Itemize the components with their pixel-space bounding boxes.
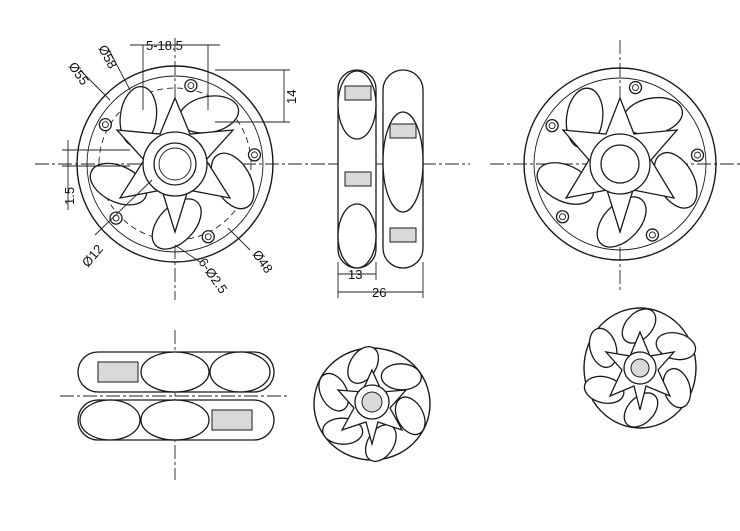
iso1-bore bbox=[361, 391, 383, 413]
side-axle-2 bbox=[344, 171, 372, 187]
mount-hole-inner-2 bbox=[251, 151, 258, 159]
top-roller-center-upper bbox=[140, 351, 210, 393]
iso2-roller-5 bbox=[621, 308, 657, 344]
rear-view bbox=[490, 40, 740, 290]
outer-rim-circle bbox=[76, 65, 274, 263]
mount-hole-1 bbox=[184, 78, 198, 93]
rear-hub-bore bbox=[600, 144, 640, 184]
dim-slot-label: 5-18.5 bbox=[146, 38, 183, 53]
top-roller-center-lower bbox=[140, 399, 210, 441]
mount-holes bbox=[98, 78, 262, 244]
dim-d12-label: Ø12 bbox=[79, 241, 106, 269]
iso2-outer bbox=[583, 307, 697, 429]
inner-rim-circle bbox=[86, 75, 264, 253]
rear-mount-hole-inner-3 bbox=[648, 231, 656, 239]
bolt-circle bbox=[98, 87, 252, 241]
top-roller-left-lower bbox=[79, 399, 141, 441]
dim-14-label: 14 bbox=[284, 90, 299, 104]
side-roller-2 bbox=[337, 203, 377, 269]
rear-mount-hole-1 bbox=[628, 80, 643, 95]
dim-d48-label: Ø48 bbox=[250, 247, 276, 276]
side-axle-3 bbox=[389, 123, 417, 139]
rear-mount-hole-inner-2 bbox=[694, 151, 701, 159]
side-roller-1 bbox=[337, 70, 377, 140]
hub-bore-inner bbox=[158, 147, 192, 181]
dim-holes-label: 6-Ø2.5 bbox=[196, 255, 231, 296]
side-axle-4 bbox=[389, 227, 417, 243]
iso2-roller-3 bbox=[583, 375, 625, 404]
side-view: 13 26 bbox=[330, 69, 470, 300]
rear-inner-rim bbox=[533, 77, 707, 251]
front-view bbox=[35, 38, 330, 300]
rear-mount-hole-inner-5 bbox=[548, 122, 556, 130]
iso2-bore bbox=[630, 358, 650, 378]
dim-d55-label: Ø55 bbox=[66, 59, 92, 88]
iso2-roller-4 bbox=[588, 327, 618, 369]
iso1-roller-1 bbox=[394, 396, 426, 436]
mount-hole-inner-1 bbox=[187, 82, 195, 90]
top-view bbox=[60, 330, 290, 480]
top-roller-right-upper bbox=[209, 351, 271, 393]
rear-mount-hole-3 bbox=[645, 228, 660, 242]
iso-view-rear bbox=[583, 307, 697, 429]
iso-view-front bbox=[313, 346, 431, 462]
rear-mount-hole-inner-1 bbox=[632, 84, 639, 92]
top-axle-2 bbox=[211, 409, 253, 431]
dim-26-label: 26 bbox=[372, 285, 386, 300]
mount-hole-2 bbox=[247, 148, 262, 162]
rear-mount-hole-inner-4 bbox=[559, 213, 566, 221]
iso1-roller-4 bbox=[318, 372, 350, 412]
iso2-roller-2 bbox=[623, 392, 659, 428]
dim-d58-label: Ø58 bbox=[95, 42, 120, 71]
rear-outer-rim bbox=[523, 67, 717, 261]
hub-bore bbox=[153, 142, 197, 186]
side-axle-1 bbox=[344, 85, 372, 101]
mount-hole-5 bbox=[98, 118, 112, 132]
mount-hole-inner-5 bbox=[101, 121, 109, 129]
rear-mount-hole-5 bbox=[545, 118, 559, 133]
rear-mount-hole-4 bbox=[555, 210, 570, 224]
mount-hole-4 bbox=[109, 211, 123, 225]
rear-mount-hole-2 bbox=[690, 148, 705, 162]
dim-1-5-label: 1.5 bbox=[62, 187, 77, 205]
mount-hole-inner-3 bbox=[204, 233, 212, 241]
dim-13-label: 13 bbox=[348, 267, 362, 282]
mount-hole-3 bbox=[201, 230, 215, 244]
top-axle-1 bbox=[97, 361, 139, 383]
rear-mount-holes bbox=[545, 80, 705, 242]
